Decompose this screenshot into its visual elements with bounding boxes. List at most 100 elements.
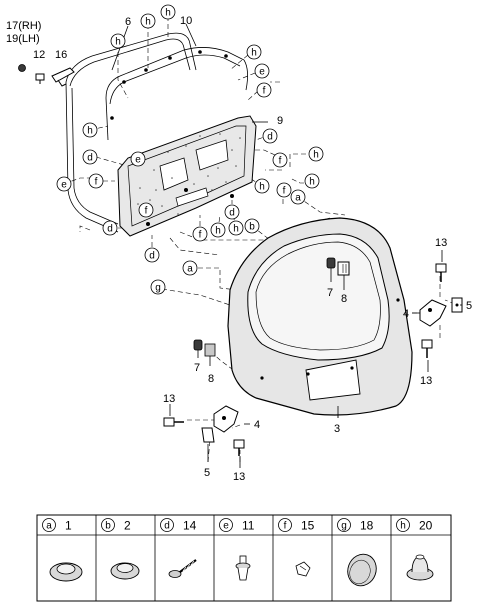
svg-text:h: h bbox=[259, 182, 265, 193]
letter-callout-b: b bbox=[244, 218, 260, 234]
letter-callout-g: g bbox=[150, 279, 166, 295]
letter-callout-h: h bbox=[228, 220, 244, 236]
callout-19: 19(LH) bbox=[6, 33, 40, 45]
letter-callout-d: d bbox=[102, 220, 118, 236]
svg-text:d: d bbox=[87, 153, 93, 164]
svg-text:e: e bbox=[259, 67, 265, 78]
callout-3: 3 bbox=[334, 423, 340, 435]
legend-part-number: 2 bbox=[124, 519, 131, 533]
legend-part-number: 15 bbox=[301, 519, 315, 533]
svg-text:h: h bbox=[87, 126, 93, 137]
glass-weatherstrip bbox=[105, 47, 248, 141]
svg-text:f: f bbox=[199, 230, 202, 241]
callout-4-right: 4 bbox=[403, 308, 409, 320]
letter-callout-d: d bbox=[144, 247, 160, 263]
svg-text:f: f bbox=[95, 177, 98, 188]
bolt-right-lower bbox=[421, 339, 433, 358]
svg-text:h: h bbox=[313, 150, 319, 161]
legend-letter: h bbox=[400, 521, 406, 532]
legend-header-h: h 20 bbox=[396, 518, 433, 533]
letter-callout-f: f bbox=[272, 152, 288, 168]
letter-callout-h: h bbox=[246, 44, 262, 60]
letter-callout-e: e bbox=[130, 151, 146, 167]
letter-callout-d: d bbox=[82, 149, 98, 165]
pad-lower bbox=[204, 343, 216, 357]
callout-13-right-lower: 13 bbox=[420, 375, 432, 387]
hinge-bracket-left bbox=[201, 427, 215, 443]
letter-callout-h: h bbox=[308, 146, 324, 162]
cap-nut bbox=[18, 64, 26, 72]
svg-text:d: d bbox=[149, 251, 155, 262]
svg-text:f: f bbox=[283, 186, 286, 197]
letter-callout-f: f bbox=[192, 226, 208, 242]
legend-letter: f bbox=[284, 521, 287, 532]
letter-callout-h: h bbox=[140, 13, 156, 29]
svg-text:f: f bbox=[263, 86, 266, 97]
svg-text:d: d bbox=[267, 132, 273, 143]
svg-text:a: a bbox=[187, 264, 193, 275]
grommet-1-icon bbox=[49, 562, 83, 582]
clip-15-icon bbox=[295, 561, 311, 577]
letter-callout-e: e bbox=[56, 176, 72, 192]
bolt-left-upper bbox=[163, 417, 184, 427]
svg-text:f: f bbox=[145, 206, 148, 217]
callout-13-right-upper: 13 bbox=[435, 237, 447, 249]
svg-text:h: h bbox=[165, 8, 171, 19]
svg-text:e: e bbox=[135, 155, 141, 166]
callout-13-left-upper: 13 bbox=[163, 393, 175, 405]
plug-upper bbox=[326, 257, 336, 269]
letter-callout-f: f bbox=[276, 182, 292, 198]
letter-callout-h: h bbox=[82, 122, 98, 138]
callout-4-left: 4 bbox=[254, 419, 260, 431]
letter-callout-f: f bbox=[88, 173, 104, 189]
svg-text:e: e bbox=[61, 180, 67, 191]
legend-part-number: 11 bbox=[242, 519, 255, 533]
callout-5-right: 5 bbox=[466, 300, 472, 312]
svg-text:b: b bbox=[249, 222, 255, 233]
tailgate bbox=[227, 217, 413, 416]
letter-callout-h: h bbox=[304, 173, 320, 189]
retainer-20-icon bbox=[406, 554, 434, 581]
callout-8-upper: 8 bbox=[341, 293, 347, 305]
letter-callout-e: e bbox=[254, 63, 270, 79]
svg-text:a: a bbox=[295, 193, 301, 204]
bracket-16 bbox=[51, 67, 75, 87]
svg-text:d: d bbox=[229, 208, 235, 219]
number-leaders bbox=[111, 23, 462, 468]
clip-11-icon bbox=[235, 555, 251, 581]
letter-callout-a: a bbox=[182, 260, 198, 276]
hinge-right bbox=[419, 299, 447, 327]
svg-text:h: h bbox=[215, 226, 221, 237]
letter-callout-d: d bbox=[224, 204, 240, 220]
svg-text:h: h bbox=[309, 177, 315, 188]
svg-text:h: h bbox=[233, 224, 239, 235]
legend-letter: b bbox=[105, 521, 111, 532]
hinge-bracket-right bbox=[451, 297, 463, 313]
legend-letter: g bbox=[341, 521, 347, 532]
hinge-left bbox=[213, 405, 239, 433]
grommet-2-icon bbox=[110, 562, 140, 580]
letter-callout-h: h bbox=[160, 4, 176, 20]
plug-lower bbox=[193, 339, 203, 351]
svg-text:h: h bbox=[115, 37, 121, 48]
number-callouts: 17(RH) 19(LH) 12 16 6 10 9 7 8 7 8 13 13… bbox=[6, 15, 472, 483]
bolt-left-lower bbox=[233, 439, 245, 456]
svg-text:g: g bbox=[155, 283, 161, 294]
letter-callout-a: a bbox=[290, 189, 306, 205]
legend-part-number: 20 bbox=[419, 519, 433, 533]
letter-callout-h: h bbox=[254, 178, 270, 194]
letter-callout-f: f bbox=[138, 202, 154, 218]
callout-7-lower: 7 bbox=[194, 362, 200, 374]
callout-5-left: 5 bbox=[204, 467, 210, 479]
svg-text:f: f bbox=[279, 156, 282, 167]
callout-6: 6 bbox=[125, 16, 131, 28]
callout-17: 17(RH) bbox=[6, 20, 41, 32]
plug-18-icon bbox=[347, 553, 377, 587]
